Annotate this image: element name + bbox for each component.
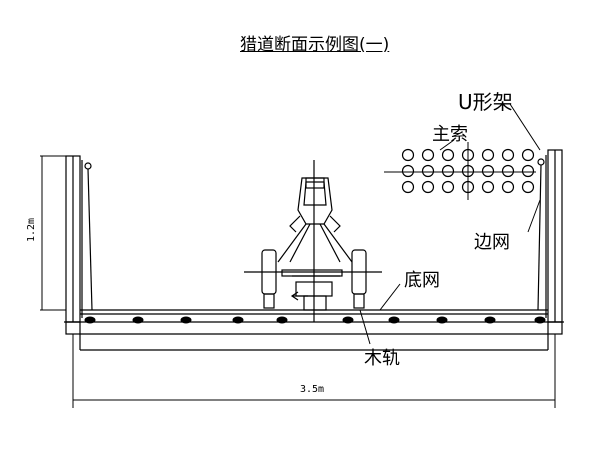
main-cable-circle [501, 164, 515, 178]
main-cable-circle [441, 164, 455, 178]
dimension-width-label: 3.5m [300, 384, 325, 395]
rail-sleeper [534, 316, 546, 324]
rail-sleeper [342, 316, 354, 324]
rail-sleeper [388, 316, 400, 324]
main-cable-circle [481, 148, 495, 162]
left-post [65, 155, 93, 323]
dimension-lines [40, 155, 556, 408]
main-cable-circle [441, 148, 455, 162]
rail-sleepers [84, 316, 546, 324]
rail-sleeper [180, 316, 192, 324]
label-u-frame: U形架 [458, 90, 513, 114]
main-cable-circle [501, 148, 515, 162]
main-cable-circle [421, 164, 435, 178]
main-cable-circle [521, 148, 535, 162]
rail-sleeper [276, 316, 288, 324]
right-post [537, 149, 563, 323]
rail-sleeper [132, 316, 144, 324]
main-cable-circle [521, 164, 535, 178]
label-wood-rail: 木轨 [364, 348, 400, 369]
label-side-net: 边网 [474, 232, 510, 253]
main-cable-circle [401, 164, 415, 178]
rail-sleeper [232, 316, 244, 324]
rail-sleeper [484, 316, 496, 324]
main-cable-circle [481, 164, 495, 178]
dimension-height-label: 1.2m [26, 217, 37, 242]
rail-vehicle [244, 160, 382, 322]
rail-sleeper [436, 316, 448, 324]
main-cable-circle [521, 180, 535, 194]
cable-axis-lines [384, 142, 536, 200]
label-main-cable: 主索 [432, 124, 468, 145]
main-cable-circle [421, 148, 435, 162]
rail-sleeper [84, 316, 96, 324]
main-cable-circle [501, 180, 515, 194]
main-cable-circle [421, 180, 435, 194]
diagram-title: 猎道断面示例图(一) [240, 35, 390, 55]
main-cable-circle [441, 180, 455, 194]
leader-lines [359, 103, 541, 345]
main-cable-circle [401, 148, 415, 162]
main-cable-circle [401, 180, 415, 194]
label-bottom-net: 底网 [404, 270, 440, 291]
main-cable-circle [481, 180, 495, 194]
